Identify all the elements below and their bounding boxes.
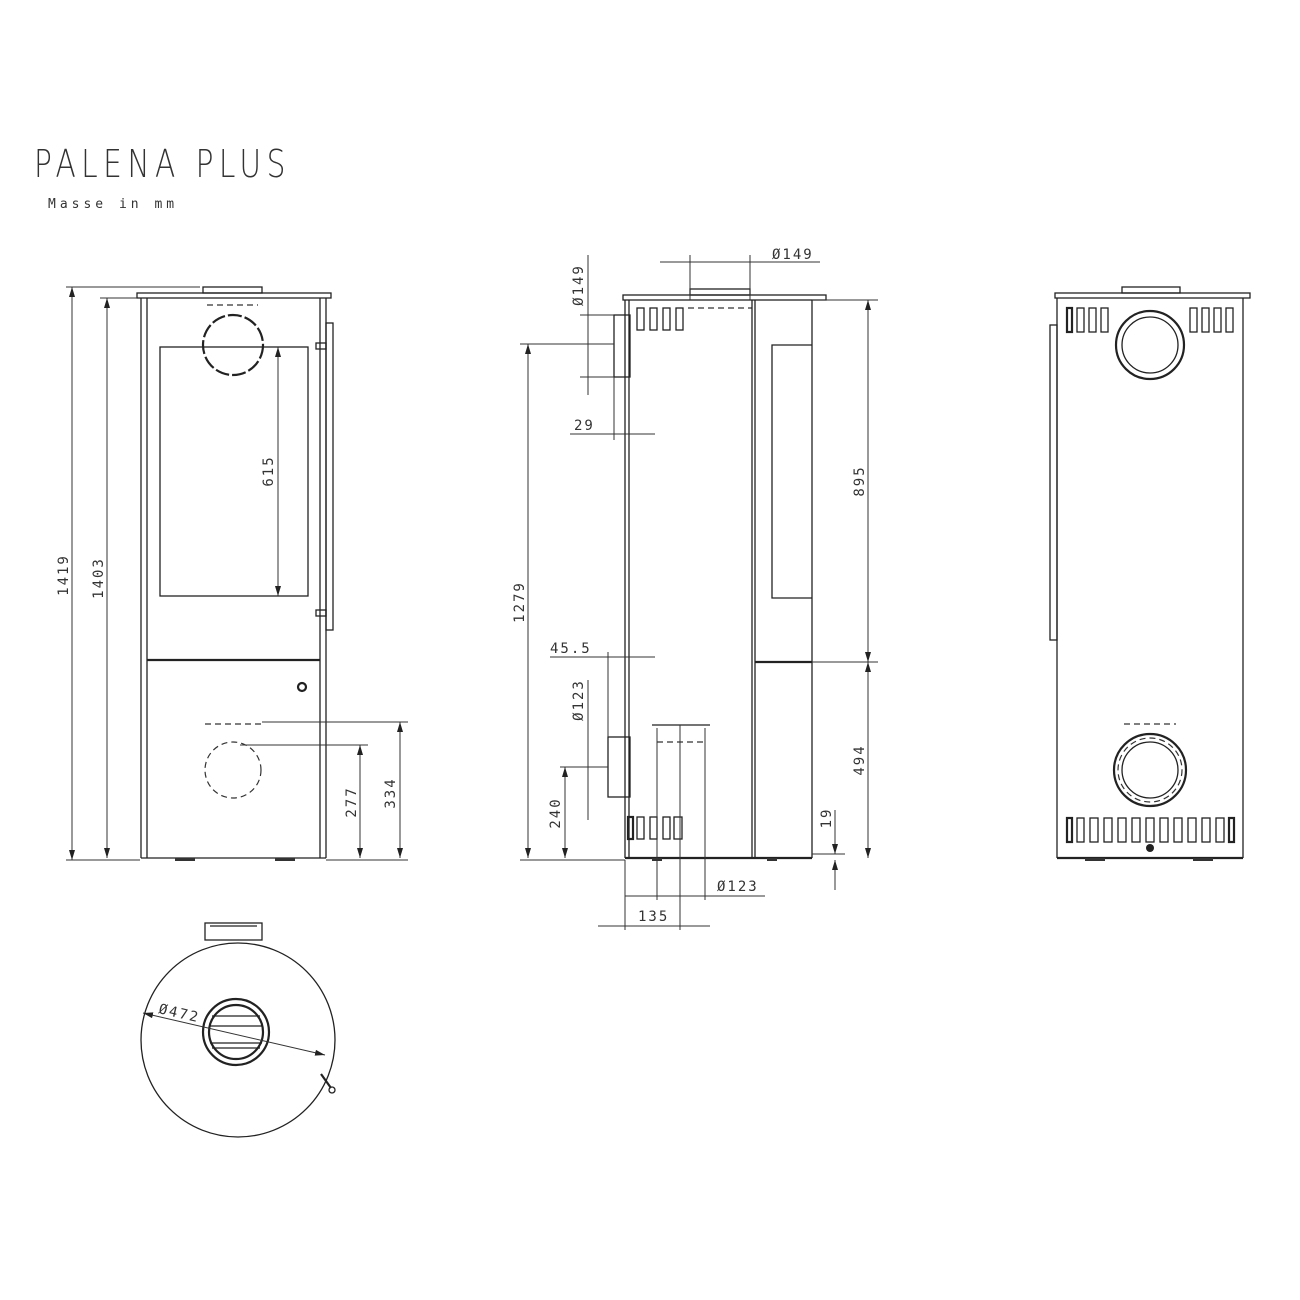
dim-472: Ø472 bbox=[157, 1001, 201, 1026]
flue-outlet-top bbox=[1114, 309, 1186, 381]
front-view: 1419 1403 615 277 334 bbox=[56, 286, 408, 861]
vents-bottom bbox=[626, 815, 683, 841]
units-note: Masse in mm bbox=[48, 197, 179, 212]
rear-outlet-upper bbox=[613, 314, 631, 378]
flue-collar bbox=[201, 997, 271, 1067]
dim-1403: 1403 bbox=[91, 557, 107, 599]
dim-1279: 1279 bbox=[512, 581, 528, 623]
rear-outlet-lower bbox=[607, 736, 631, 798]
back-view bbox=[1049, 286, 1251, 861]
dim-494: 494 bbox=[852, 744, 868, 775]
flue-outlet-rear bbox=[1112, 732, 1188, 808]
vents-top bbox=[636, 307, 684, 331]
vents-top bbox=[1065, 306, 1234, 334]
dim-135: 135 bbox=[638, 909, 669, 925]
vents-bottom bbox=[1065, 816, 1236, 844]
side-view: Ø149 Ø149 1279 29 45.5 Ø123 240 895 494 … bbox=[512, 247, 878, 930]
dim-bottom-outlet-diameter: Ø123 bbox=[717, 879, 759, 895]
dim-top-outlet-diameter: Ø149 bbox=[772, 247, 814, 263]
top-view: Ø472 bbox=[140, 922, 336, 1138]
dim-29: 29 bbox=[574, 418, 595, 434]
air-inlet-icon bbox=[1146, 844, 1154, 852]
dim-1419: 1419 bbox=[56, 554, 72, 596]
dim-240: 240 bbox=[548, 797, 564, 828]
drawing-title: PALENA PLUS bbox=[34, 142, 291, 186]
flue-outlet-top bbox=[201, 313, 265, 377]
dim-895: 895 bbox=[852, 465, 868, 496]
dim-277: 277 bbox=[344, 786, 360, 817]
door-handle bbox=[325, 322, 334, 631]
knob-icon bbox=[296, 681, 308, 693]
dim-lower-rear-diameter: Ø123 bbox=[571, 679, 587, 721]
flue-outlet-rear bbox=[204, 741, 262, 799]
dim-334: 334 bbox=[383, 777, 399, 808]
dim-45-5: 45.5 bbox=[550, 641, 592, 657]
glass-window bbox=[159, 346, 309, 597]
dim-19: 19 bbox=[819, 808, 835, 829]
dim-615: 615 bbox=[261, 455, 277, 486]
dim-rear-outlet-diameter: Ø149 bbox=[571, 264, 587, 306]
